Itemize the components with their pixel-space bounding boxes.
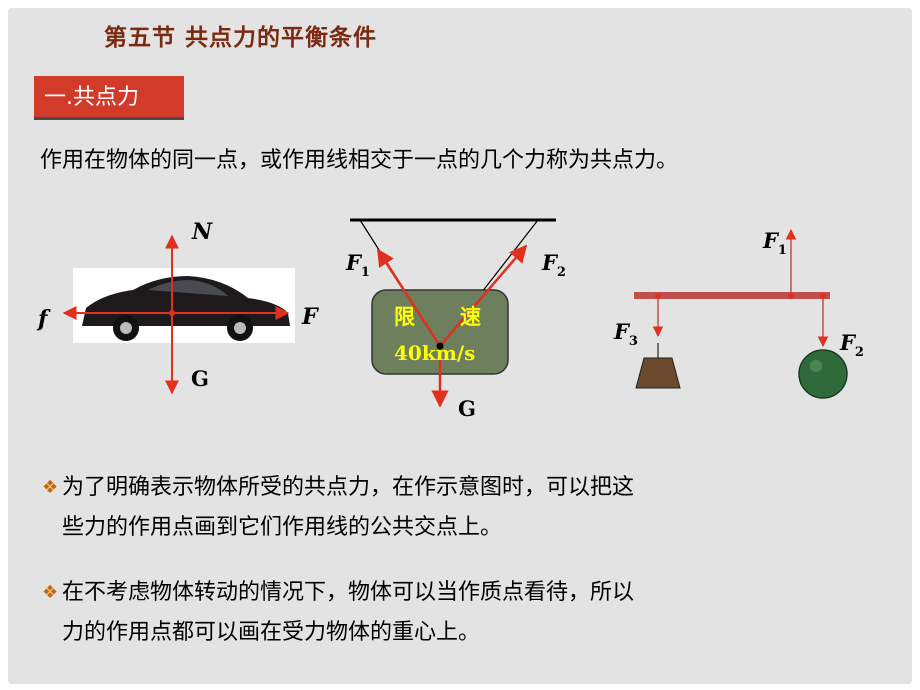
bullet-2-line1: 在不考虑物体转动的情况下，物体可以当作质点看待，所以 <box>62 580 635 605</box>
weight-ball <box>798 349 848 399</box>
label-F: F <box>301 304 319 330</box>
label-F1-2-sub: 1 <box>361 265 370 280</box>
label-F3-3-sub: 3 <box>629 334 638 349</box>
label-F1-3-sub: 1 <box>778 243 787 258</box>
car-diagram: N f F G <box>36 219 319 395</box>
force-diagrams: N f F G 限 速 40km/s F1 F2 G <box>36 218 864 421</box>
label-F2-2-main: F <box>541 250 559 275</box>
label-N: N <box>191 219 213 245</box>
label-G-1: G <box>191 366 209 391</box>
bullet-point-1: ❖ 为了明确表示物体所受的共点力，在作示意图时，可以把这 些力的作用点画到它们作… <box>42 468 892 548</box>
label-F2-2: F2 <box>541 250 566 280</box>
label-F3-3-main: F <box>613 319 631 344</box>
sign-diagram: 限 速 40km/s F1 F2 G <box>345 218 566 421</box>
weight-block <box>635 357 681 389</box>
label-F3-3: F3 <box>613 319 638 349</box>
diamond-bullet-icon: ❖ <box>42 477 59 498</box>
slide: 第五节 共点力的平衡条件 一.共点力 作用在物体的同一点，或作用线相交于一点的几… <box>8 8 912 684</box>
sign-char-xian: 限 <box>394 305 415 329</box>
label-F1-2: F1 <box>345 250 370 280</box>
definition-text: 作用在物体的同一点，或作用线相交于一点的几个力称为共点力。 <box>40 148 679 173</box>
sign-char-su: 速 <box>460 305 481 329</box>
bullet-1-line1: 为了明确表示物体所受的共点力，在作示意图时，可以把这 <box>62 475 635 500</box>
label-f: f <box>36 306 51 332</box>
bullet-2-line2: 力的作用点都可以画在受力物体的重心上。 <box>62 620 481 645</box>
label-F2-3-sub: 2 <box>855 345 864 360</box>
label-F1-2-main: F <box>345 250 363 275</box>
bullet-point-2: ❖ 在不考虑物体转动的情况下，物体可以当作质点看待，所以 力的作用点都可以画在受… <box>42 573 892 653</box>
bullet-1-line2: 些力的作用点画到它们作用线的公共交点上。 <box>62 515 503 540</box>
section-heading: 一.共点力 <box>34 76 184 120</box>
label-F1-3-main: F <box>762 228 780 253</box>
label-F2-3-main: F <box>839 330 857 355</box>
sign-speed-text: 40km/s <box>394 341 475 365</box>
diamond-bullet-icon: ❖ <box>42 582 59 603</box>
F2-tension-arrow <box>439 244 528 347</box>
label-F1-3: F1 <box>762 228 787 258</box>
lever-diagram: F1 F2 F3 <box>613 228 864 399</box>
label-F2-2-sub: 2 <box>557 265 566 280</box>
F1-tension-arrow <box>376 248 442 347</box>
lever-bar <box>634 292 830 299</box>
label-G-2: G <box>458 396 476 421</box>
slide-title: 第五节 共点力的平衡条件 <box>104 25 378 51</box>
label-F2-3: F2 <box>839 330 864 360</box>
